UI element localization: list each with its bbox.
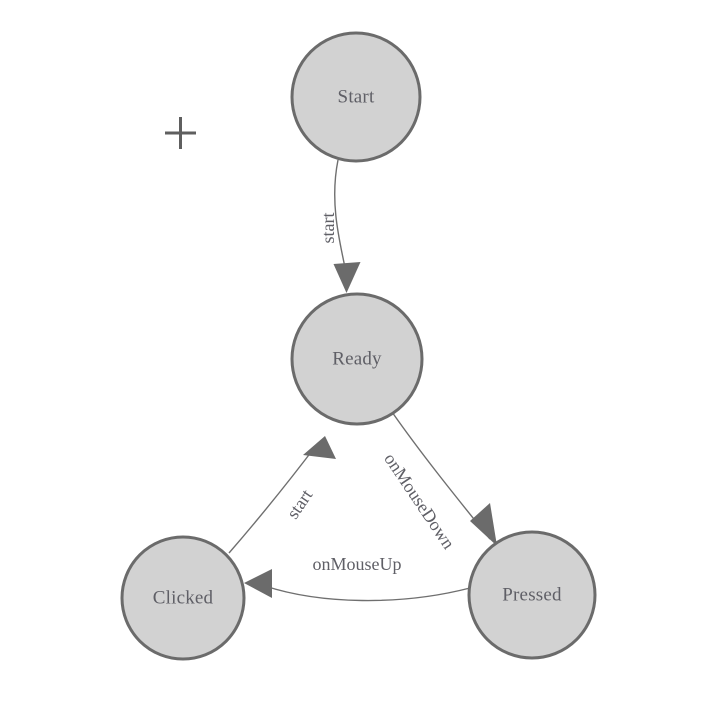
edge-ready-to-pressed-arrowhead [470,503,497,546]
node-start-circle [290,31,422,163]
node-clicked-label: Clicked [153,587,214,608]
node-pressed-label: Pressed [502,584,562,605]
edge-start-to-ready[interactable]: start [318,159,361,293]
node-pressed-circle [467,530,597,660]
node-ready[interactable]: Ready [290,292,424,426]
node-ready-circle [290,292,424,426]
edge-label-pressed-to-clicked: onMouseUp [313,554,402,574]
edge-pressed-to-clicked[interactable]: onMouseUp [244,554,471,602]
plus-marker[interactable] [165,117,196,149]
edge-label-clicked-to-ready: start [282,486,316,523]
edge-clicked-to-ready[interactable]: start [228,436,336,554]
node-clicked-circle [120,535,246,661]
edge-label-start-to-ready: start [318,213,338,244]
node-pressed[interactable]: Pressed [467,530,597,660]
edge-pressed-to-clicked-path [264,585,471,602]
node-clicked[interactable]: Clicked [120,535,246,661]
edge-clicked-to-ready-arrowhead [303,436,336,459]
edge-pressed-to-clicked-arrowhead [244,569,272,598]
edge-start-to-ready-arrowhead [333,262,361,293]
edge-ready-to-pressed[interactable]: onMouseDown [380,411,497,553]
edge-start-to-ready-path [334,159,347,273]
edge-label-ready-to-pressed: onMouseDown [380,449,459,552]
node-ready-label: Ready [332,348,382,369]
node-start-label: Start [338,86,375,107]
node-start[interactable]: Start [290,31,422,163]
